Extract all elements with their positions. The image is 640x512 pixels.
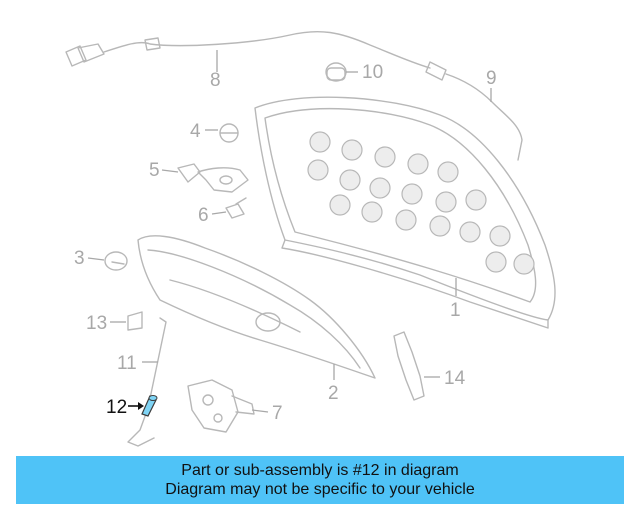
part-10-grommet xyxy=(325,62,347,82)
part-14-seal xyxy=(393,331,425,401)
hood-reinforcement-holes xyxy=(307,131,535,275)
banner-line-1: Part or sub-assembly is #12 in diagram xyxy=(181,462,459,479)
callout-11: 11 xyxy=(117,353,137,374)
callout-10: 10 xyxy=(362,62,383,83)
part-4-bumper xyxy=(219,123,239,143)
part-7-hood-latch xyxy=(187,379,255,433)
callout-8: 8 xyxy=(210,70,221,91)
callout-9: 9 xyxy=(486,68,497,89)
part-1-hood xyxy=(254,96,556,329)
callout-12: 12 xyxy=(106,397,127,418)
part-8-release-cable xyxy=(65,30,523,161)
callout-2: 2 xyxy=(328,383,339,404)
callout-labels: 8 10 9 4 5 6 3 1 13 11 2 14 7 12 xyxy=(74,62,497,424)
callout-4: 4 xyxy=(190,121,201,142)
part-info-banner: Part or sub-assembly is #12 in diagram D… xyxy=(16,456,624,504)
callout-13: 13 xyxy=(86,313,107,334)
parts-diagram: 8 10 9 4 5 6 3 1 13 11 2 14 7 12 xyxy=(65,30,556,447)
callout-6: 6 xyxy=(198,205,209,226)
callout-14: 14 xyxy=(444,368,466,389)
callout-5: 5 xyxy=(149,160,160,181)
part-5-striker xyxy=(177,163,249,193)
part-12-prop-rod-grommet xyxy=(141,395,158,417)
part-6-clip xyxy=(225,197,247,219)
leader-lines xyxy=(87,50,492,413)
callout-3: 3 xyxy=(74,248,85,269)
callout-7: 7 xyxy=(272,403,283,424)
callout-1: 1 xyxy=(450,300,461,321)
part-13-bracket xyxy=(127,311,143,331)
part-11-prop-rod xyxy=(127,317,167,447)
banner-line-2: Diagram may not be specific to your vehi… xyxy=(165,481,475,498)
part-2-insulator xyxy=(137,235,376,379)
part-3-push-pin xyxy=(104,251,128,271)
